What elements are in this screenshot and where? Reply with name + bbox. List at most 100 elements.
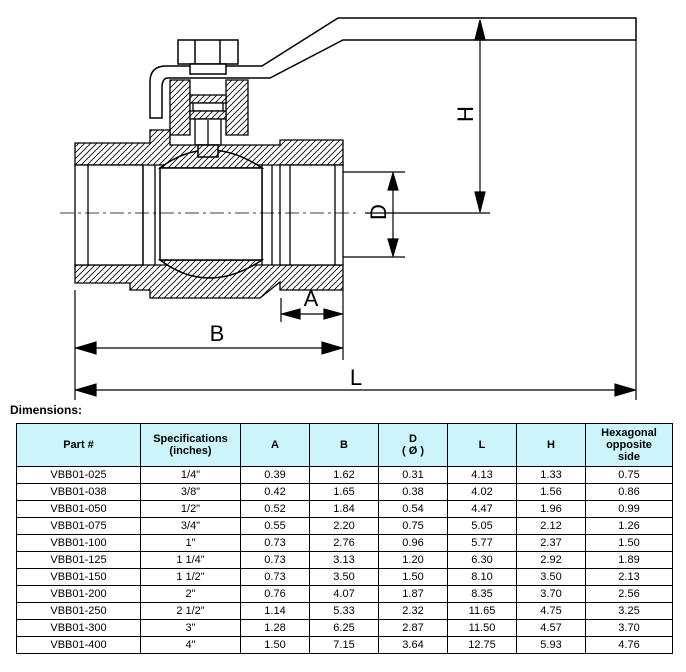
cell-h: 1.56 — [516, 483, 586, 501]
cell-d: 1.50 — [378, 568, 448, 586]
dim-label-a: A — [304, 286, 319, 311]
cell-d: 2.87 — [378, 619, 448, 637]
cell-d: 0.38 — [378, 483, 448, 501]
dimensions-heading: Dimensions: — [10, 403, 83, 417]
cell-hex: 3.70 — [585, 619, 673, 637]
dim-label-h: H — [453, 106, 478, 122]
cell-spec: 3" — [140, 619, 241, 637]
cell-a: 0.73 — [240, 568, 310, 586]
cell-part: VBB01-025 — [16, 466, 141, 484]
cell-part: VBB01-125 — [16, 551, 141, 569]
col-header-part: Part # — [16, 423, 141, 467]
cell-part: VBB01-400 — [16, 636, 141, 654]
cell-l: 6.30 — [447, 551, 517, 569]
dimensions-table: Part # Specifications(inches) A B D( Ø )… — [16, 423, 673, 654]
cell-l: 11.50 — [447, 619, 517, 637]
col-header-h: H — [516, 423, 586, 467]
valve-body — [74, 129, 344, 299]
cell-part: VBB01-100 — [16, 534, 141, 552]
cell-d: 3.64 — [378, 636, 448, 654]
cell-part: VBB01-050 — [16, 500, 141, 518]
cell-d: 2.32 — [378, 602, 448, 620]
col-header-a: A — [240, 423, 310, 467]
cell-l: 8.10 — [447, 568, 517, 586]
cell-h: 2.92 — [516, 551, 586, 569]
cell-spec: 1 1/2" — [140, 568, 241, 586]
cell-h: 2.12 — [516, 517, 586, 535]
cell-a: 0.39 — [240, 466, 310, 484]
cell-part: VBB01-075 — [16, 517, 141, 535]
cell-b: 1.84 — [309, 500, 379, 518]
cell-l: 8.35 — [447, 585, 517, 603]
cell-hex: 2.13 — [585, 568, 673, 586]
cell-spec: 3/4" — [140, 517, 241, 535]
cell-b: 6.25 — [309, 619, 379, 637]
cell-b: 5.33 — [309, 602, 379, 620]
cell-h: 5.93 — [516, 636, 586, 654]
cell-d: 1.87 — [378, 585, 448, 603]
cell-l: 5.05 — [447, 517, 517, 535]
dim-label-l: L — [350, 365, 362, 390]
cell-d: 0.54 — [378, 500, 448, 518]
col-header-spec: Specifications(inches) — [140, 423, 241, 467]
stem-nut — [177, 39, 239, 75]
cell-b: 2.76 — [309, 534, 379, 552]
cell-part: VBB01-038 — [16, 483, 141, 501]
cell-part: VBB01-300 — [16, 619, 141, 637]
cell-l: 11.65 — [447, 602, 517, 620]
cell-h: 2.37 — [516, 534, 586, 552]
cell-b: 4.07 — [309, 585, 379, 603]
cell-h: 3.70 — [516, 585, 586, 603]
dim-label-d: D — [366, 204, 391, 220]
table-header-row: Part # Specifications(inches) A B D( Ø )… — [16, 423, 673, 467]
stem-bonnet — [169, 79, 249, 214]
cell-b: 1.62 — [309, 466, 379, 484]
cell-a: 0.76 — [240, 585, 310, 603]
cell-hex: 3.25 — [585, 602, 673, 620]
cell-h: 3.50 — [516, 568, 586, 586]
col-header-l: L — [447, 423, 517, 467]
cell-l: 12.75 — [447, 636, 517, 654]
cell-spec: 1/2" — [140, 500, 241, 518]
col-header-b: B — [309, 423, 379, 467]
cell-b: 2.20 — [309, 517, 379, 535]
cell-a: 0.73 — [240, 534, 310, 552]
cell-hex: 1.26 — [585, 517, 673, 535]
cell-part: VBB01-200 — [16, 585, 141, 603]
dim-label-b: B — [210, 321, 225, 346]
cell-a: 1.50 — [240, 636, 310, 654]
cell-spec: 1/4" — [140, 466, 241, 484]
cell-a: 0.73 — [240, 551, 310, 569]
cell-hex: 0.99 — [585, 500, 673, 518]
cell-a: 1.28 — [240, 619, 310, 637]
cell-a: 0.42 — [240, 483, 310, 501]
cell-l: 5.77 — [447, 534, 517, 552]
cell-hex: 0.75 — [585, 466, 673, 484]
cell-d: 0.75 — [378, 517, 448, 535]
cell-b: 7.15 — [309, 636, 379, 654]
cell-h: 4.57 — [516, 619, 586, 637]
cell-h: 1.96 — [516, 500, 586, 518]
cell-a: 1.14 — [240, 602, 310, 620]
cell-d: 0.31 — [378, 466, 448, 484]
cell-d: 0.96 — [378, 534, 448, 552]
cell-hex: 1.50 — [585, 534, 673, 552]
cell-part: VBB01-150 — [16, 568, 141, 586]
cell-d: 1.20 — [378, 551, 448, 569]
cell-hex: 4.76 — [585, 636, 673, 654]
cell-spec: 2" — [140, 585, 241, 603]
cell-l: 4.13 — [447, 466, 517, 484]
cell-spec: 2 1/2" — [140, 602, 241, 620]
cell-part: VBB01-250 — [16, 602, 141, 620]
